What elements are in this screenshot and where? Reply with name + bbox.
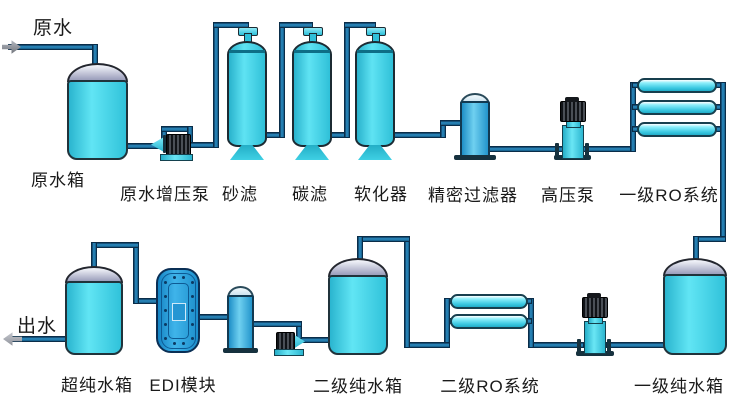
pump-motor bbox=[560, 101, 586, 122]
pipe-segment bbox=[279, 22, 313, 28]
ro-membrane-tube bbox=[637, 100, 717, 115]
raw-water-tank-label: 原水箱 bbox=[31, 171, 85, 190]
inlet-flow-arrow-icon bbox=[2, 40, 21, 54]
pump-flange bbox=[585, 143, 589, 156]
pump-flange bbox=[163, 135, 166, 153]
softener-label: 软化器 bbox=[354, 185, 408, 204]
sand-filter-label: 砂滤 bbox=[222, 185, 258, 204]
pump-motor-cap bbox=[565, 97, 579, 102]
pipe-segment bbox=[344, 22, 350, 138]
pipe-segment bbox=[196, 314, 230, 320]
filter-body bbox=[460, 101, 490, 157]
edi-module-label: EDI模块 bbox=[149, 376, 217, 395]
carbon-filter-label: 碳滤 bbox=[292, 185, 328, 204]
outlet-label: 出水 bbox=[17, 316, 58, 337]
ro-membrane-tube bbox=[450, 294, 528, 309]
pump-body bbox=[584, 321, 606, 354]
vessel-seam bbox=[357, 50, 393, 53]
stage2-pure-tank-label: 二级纯水箱 bbox=[313, 377, 403, 396]
edi-inner-outline bbox=[161, 273, 196, 349]
pump-base bbox=[274, 349, 304, 356]
ro-membrane-tube bbox=[637, 122, 717, 137]
pipe-segment bbox=[606, 342, 666, 348]
pump-base bbox=[160, 154, 193, 161]
pipe-segment bbox=[133, 242, 139, 304]
pipe-segment bbox=[91, 242, 139, 248]
stage1-pure-tank-label: 一级纯水箱 bbox=[634, 377, 724, 396]
edi-core-window bbox=[172, 303, 186, 321]
column-body bbox=[227, 295, 254, 350]
edi-stack-frame bbox=[168, 283, 189, 339]
vessel-body bbox=[227, 41, 267, 147]
pipe-segment bbox=[630, 82, 636, 152]
tank-body bbox=[328, 275, 388, 355]
vessel-body bbox=[355, 41, 395, 147]
pipe-segment bbox=[720, 82, 726, 240]
edi-bolts bbox=[164, 281, 167, 284]
stage1-ro-label: 一级RO系统 bbox=[619, 186, 719, 205]
precision-filter-label: 精密过滤器 bbox=[428, 186, 518, 205]
pump-flange bbox=[555, 143, 559, 156]
pump-flange bbox=[607, 339, 611, 352]
vessel-skirt bbox=[295, 145, 329, 160]
vessel-seam bbox=[229, 50, 265, 53]
stage2-ro-label: 二级RO系统 bbox=[440, 377, 540, 396]
pipe-segment bbox=[8, 44, 98, 50]
filter-base bbox=[454, 155, 496, 160]
vessel-seam bbox=[294, 50, 330, 53]
high-pressure-pump-label: 高压泵 bbox=[541, 186, 595, 205]
pipe-segment bbox=[213, 22, 249, 28]
pump-motor bbox=[582, 297, 608, 318]
pipe-segment bbox=[404, 342, 450, 348]
vessel-body bbox=[292, 41, 332, 147]
ultrapure-tank-label: 超纯水箱 bbox=[61, 376, 133, 395]
edi-module bbox=[156, 268, 200, 353]
pipe-segment bbox=[300, 337, 330, 343]
pipe-segment bbox=[213, 22, 219, 148]
pipe-segment bbox=[279, 22, 285, 138]
pipe-segment bbox=[394, 132, 446, 138]
pump-body bbox=[562, 125, 584, 159]
ro-membrane-tube bbox=[637, 78, 717, 93]
pump-flange bbox=[577, 339, 581, 352]
pipe-segment bbox=[444, 298, 450, 348]
vessel-skirt bbox=[230, 145, 264, 160]
pipe-segment bbox=[404, 236, 410, 348]
pipe-segment bbox=[344, 22, 376, 28]
booster-pump-label: 原水增压泵 bbox=[120, 185, 210, 204]
tank-body bbox=[65, 281, 123, 355]
pipe-segment bbox=[250, 321, 302, 327]
column-base bbox=[223, 348, 258, 353]
pipe-segment bbox=[357, 236, 410, 242]
pipe-segment bbox=[482, 146, 636, 152]
vessel-skirt bbox=[358, 145, 392, 160]
pump-motor-cap bbox=[587, 293, 601, 298]
ro-membrane-tube bbox=[450, 314, 528, 329]
tank-body bbox=[663, 274, 727, 355]
inlet-label: 原水 bbox=[33, 18, 74, 39]
tank-body bbox=[67, 80, 128, 160]
